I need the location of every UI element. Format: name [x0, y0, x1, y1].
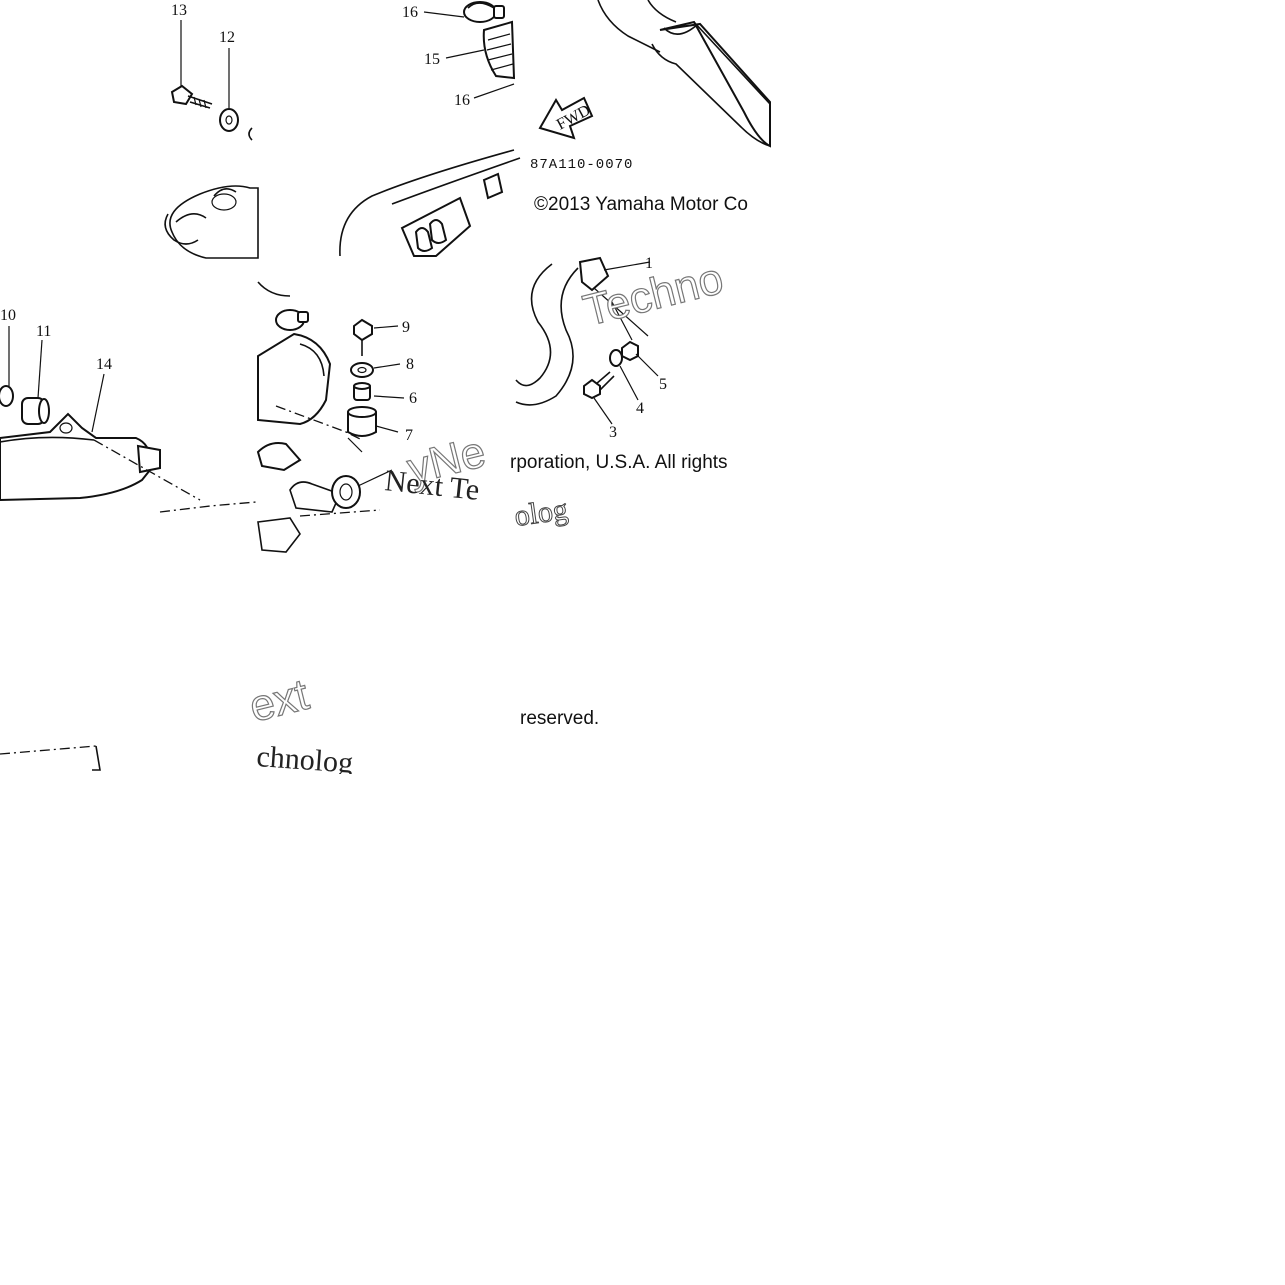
tile-top-middle — [339, 1, 521, 257]
fwd-arrow-icon: FWD — [538, 96, 594, 140]
part-clamp-center — [275, 309, 309, 331]
part-bolt-3 — [583, 371, 615, 400]
part-muffler-body — [597, 0, 771, 148]
tile-lower-fragments: reserved. — [0, 708, 599, 771]
callout-6: 6 — [409, 390, 417, 407]
part-nut-5 — [621, 340, 639, 362]
part-exhaust-fitting — [164, 185, 259, 259]
callout-8: 8 — [406, 356, 414, 373]
copyright-line-3: reserved. — [520, 708, 599, 729]
callout-14: 14 — [96, 356, 112, 373]
tile-mask-right — [772, 0, 1285, 774]
tile-top-right: FWD 87A110-0070 ©2013 Yamaha Motor Co — [530, 0, 771, 215]
part-collar-6 — [353, 382, 371, 401]
callout-16-lower: 16 — [454, 92, 470, 109]
watermark-chnolog: chnolog — [256, 740, 355, 780]
part-bolt-9 — [353, 318, 373, 356]
callout-1: 1 — [645, 255, 653, 272]
callout-7: 7 — [405, 427, 413, 444]
tile-middle-left — [0, 326, 257, 513]
callout-10: 10 — [0, 307, 16, 324]
copyright-line-1: ©2013 Yamaha Motor Co — [534, 194, 748, 215]
watermark-olog: olog — [512, 493, 569, 533]
callout-5: 5 — [659, 376, 667, 393]
part-damper-7 — [347, 406, 377, 437]
part-ring-10 — [0, 385, 14, 407]
tile-top-left — [164, 20, 259, 259]
part-gasket-ring — [331, 475, 361, 509]
watermark-ext: ext — [245, 670, 314, 732]
callout-13: 13 — [171, 2, 187, 19]
part-grommet-11 — [21, 397, 50, 425]
callout-15: 15 — [424, 51, 440, 68]
callout-labels: 1 3 4 5 6 7 8 9 10 11 12 13 14 15 16 16 — [0, 2, 667, 444]
callout-12: 12 — [219, 29, 235, 46]
part-clamp-16-top — [463, 1, 505, 23]
part-mount-bracket — [400, 172, 504, 257]
tile-center — [256, 281, 405, 553]
part-washer-8 — [350, 362, 374, 378]
callout-9: 9 — [402, 319, 410, 336]
part-washer-12 — [219, 108, 239, 132]
watermark-yne: yNe — [403, 427, 491, 493]
part-silencer-14 — [0, 412, 161, 502]
callout-4: 4 — [636, 400, 644, 417]
part-hose-15 — [482, 20, 516, 80]
tile-mask-below — [0, 774, 1285, 1285]
copyright-line-2: rporation, U.S.A. All rights — [510, 452, 728, 473]
part-number-label: 87A110-0070 — [530, 157, 633, 173]
part-bolt-13 — [170, 84, 213, 109]
part-washer-4 — [609, 349, 623, 367]
tile-middle-right: rporation, U.S.A. All rights — [510, 256, 728, 473]
callout-11: 11 — [36, 323, 51, 340]
watermarks: Techno yNe Next Te olog ext chnolog — [244, 253, 729, 780]
callout-3: 3 — [609, 424, 617, 441]
callout-16-top: 16 — [402, 4, 418, 21]
